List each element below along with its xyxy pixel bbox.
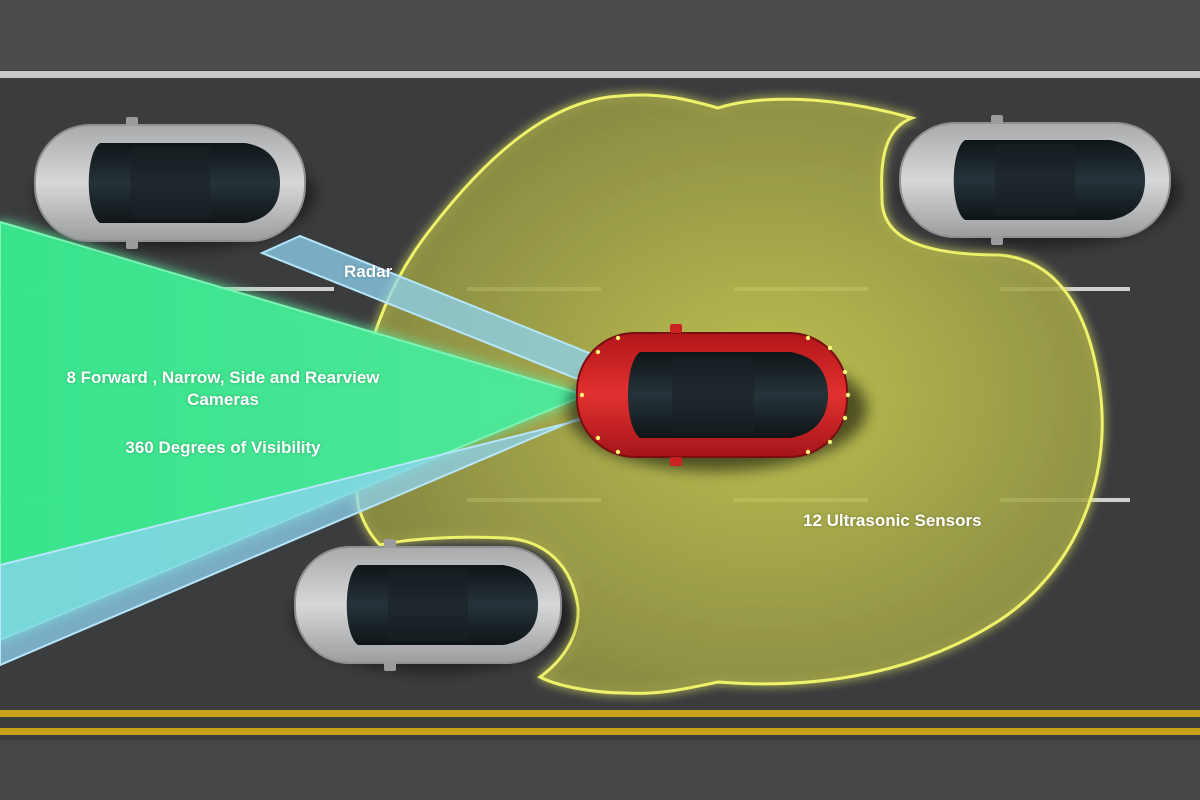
opposite-lane <box>0 740 1200 800</box>
ultrasonic-sensor-dots <box>579 335 851 455</box>
camera-title-line1: 8 Forward , Narrow, Side and Rearview <box>66 368 380 387</box>
ultrasonic-label: 12 Ultrasonic Sensors <box>803 511 982 530</box>
car-bottom-left <box>293 539 573 672</box>
center-line-lower <box>0 728 1200 735</box>
ego-car <box>567 324 867 471</box>
camera-coverage-label: 8 Forward , Narrow, Side and Rearview Ca… <box>0 367 446 411</box>
car-top-left <box>34 117 315 250</box>
visibility-label: 360 Degrees of Visibility <box>125 438 321 457</box>
upper-shoulder <box>0 0 1200 70</box>
radar-label: Radar <box>344 262 393 281</box>
road-edge-line <box>0 71 1200 78</box>
camera-title-line2: Cameras <box>187 390 259 409</box>
center-line-upper <box>0 710 1200 717</box>
car-top-right <box>899 115 1180 247</box>
